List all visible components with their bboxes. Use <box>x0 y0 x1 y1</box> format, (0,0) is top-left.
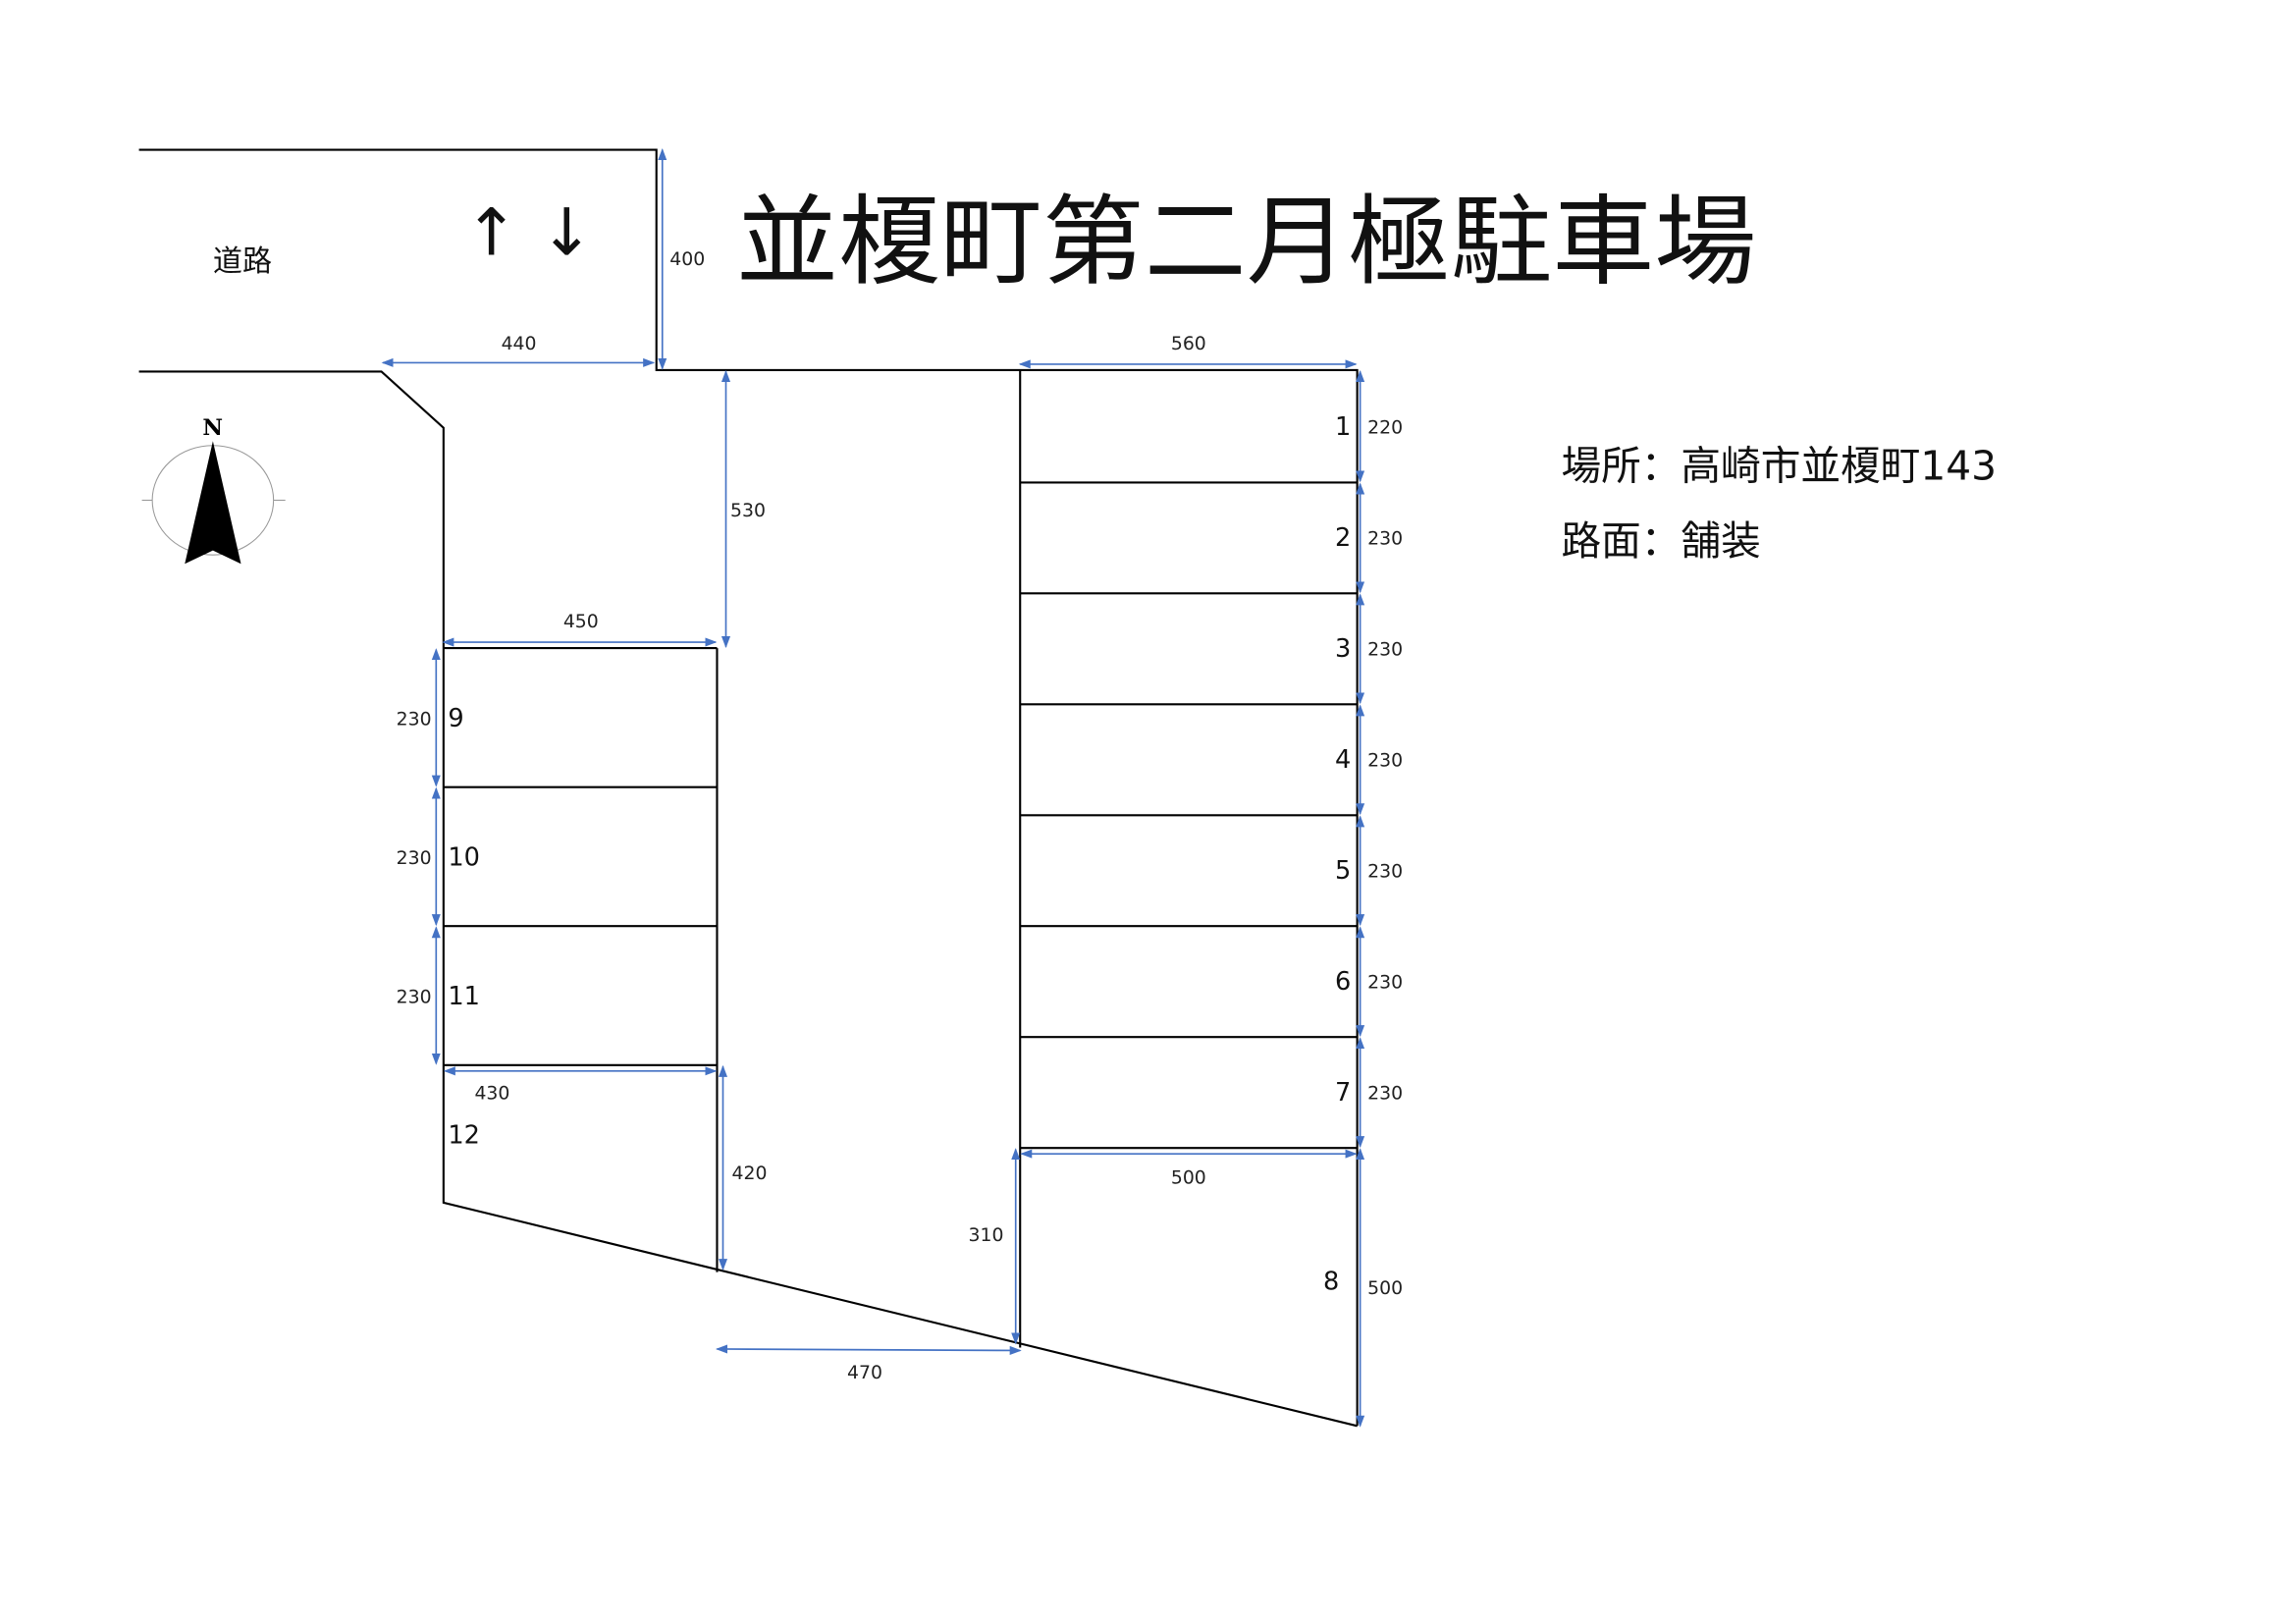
slot-number[interactable]: 7 <box>1335 1078 1351 1108</box>
dim-right-slot-height: 230 <box>1367 751 1403 772</box>
slot-number[interactable]: 8 <box>1323 1268 1339 1297</box>
dimension-lines <box>381 148 1365 1428</box>
surface-info: 路面：舗装 <box>1561 517 1760 565</box>
slot-number[interactable]: 4 <box>1335 745 1351 775</box>
dim-right-slot-height: 230 <box>1367 640 1403 661</box>
dim-slot12-depth: 420 <box>732 1163 768 1184</box>
road-direction-arrows: ↑ ↓ <box>464 193 594 270</box>
slot-number[interactable]: 12 <box>448 1121 480 1151</box>
slot-number[interactable]: 9 <box>448 704 463 733</box>
slot-number[interactable]: 6 <box>1335 967 1351 997</box>
road-label: 道路 <box>213 244 272 279</box>
dim-left-slot-height: 230 <box>397 988 432 1008</box>
dim-aisle-bottom-width: 470 <box>847 1363 882 1383</box>
dim-aisle-bottom-depth: 310 <box>969 1225 1004 1246</box>
north-compass-icon: N <box>141 415 286 565</box>
right-slot-dividers <box>1020 481 1358 1150</box>
dim-aisle-depth: 530 <box>730 501 766 521</box>
dim-right-slot-height: 230 <box>1367 1083 1403 1104</box>
dim-slot8-depth: 500 <box>1367 1278 1403 1299</box>
dim-slot8-width: 500 <box>1171 1167 1206 1188</box>
dim-right-slot-height: 230 <box>1367 862 1403 883</box>
dim-left-block-width: 450 <box>563 612 599 632</box>
location-info: 場所：高崎市並榎町143 <box>1561 442 1997 489</box>
dim-slot1-height: 220 <box>1367 418 1403 439</box>
dim-left-slot-height: 230 <box>397 709 432 730</box>
dim-slot12-width: 430 <box>474 1083 509 1104</box>
left-slot-dividers <box>443 785 718 1066</box>
dim-right-slot-height: 230 <box>1367 529 1403 550</box>
page-title: 並榎町第二月極駐車場 <box>736 187 1756 299</box>
dim-right-block-width: 560 <box>1171 334 1206 354</box>
slot-number[interactable]: 10 <box>448 842 480 872</box>
dim-road-width: 400 <box>669 249 705 270</box>
dim-left-slot-height: 230 <box>397 848 432 869</box>
slot-number[interactable]: 2 <box>1335 523 1351 553</box>
slot-number[interactable]: 5 <box>1335 856 1351 886</box>
dim-right-slot-height: 230 <box>1367 972 1403 993</box>
slot-number[interactable]: 3 <box>1335 634 1351 664</box>
slot-number[interactable]: 11 <box>448 982 480 1011</box>
slot-number[interactable]: 1 <box>1335 412 1351 442</box>
dim-entrance-width: 440 <box>502 334 537 354</box>
north-label: N <box>202 415 223 441</box>
